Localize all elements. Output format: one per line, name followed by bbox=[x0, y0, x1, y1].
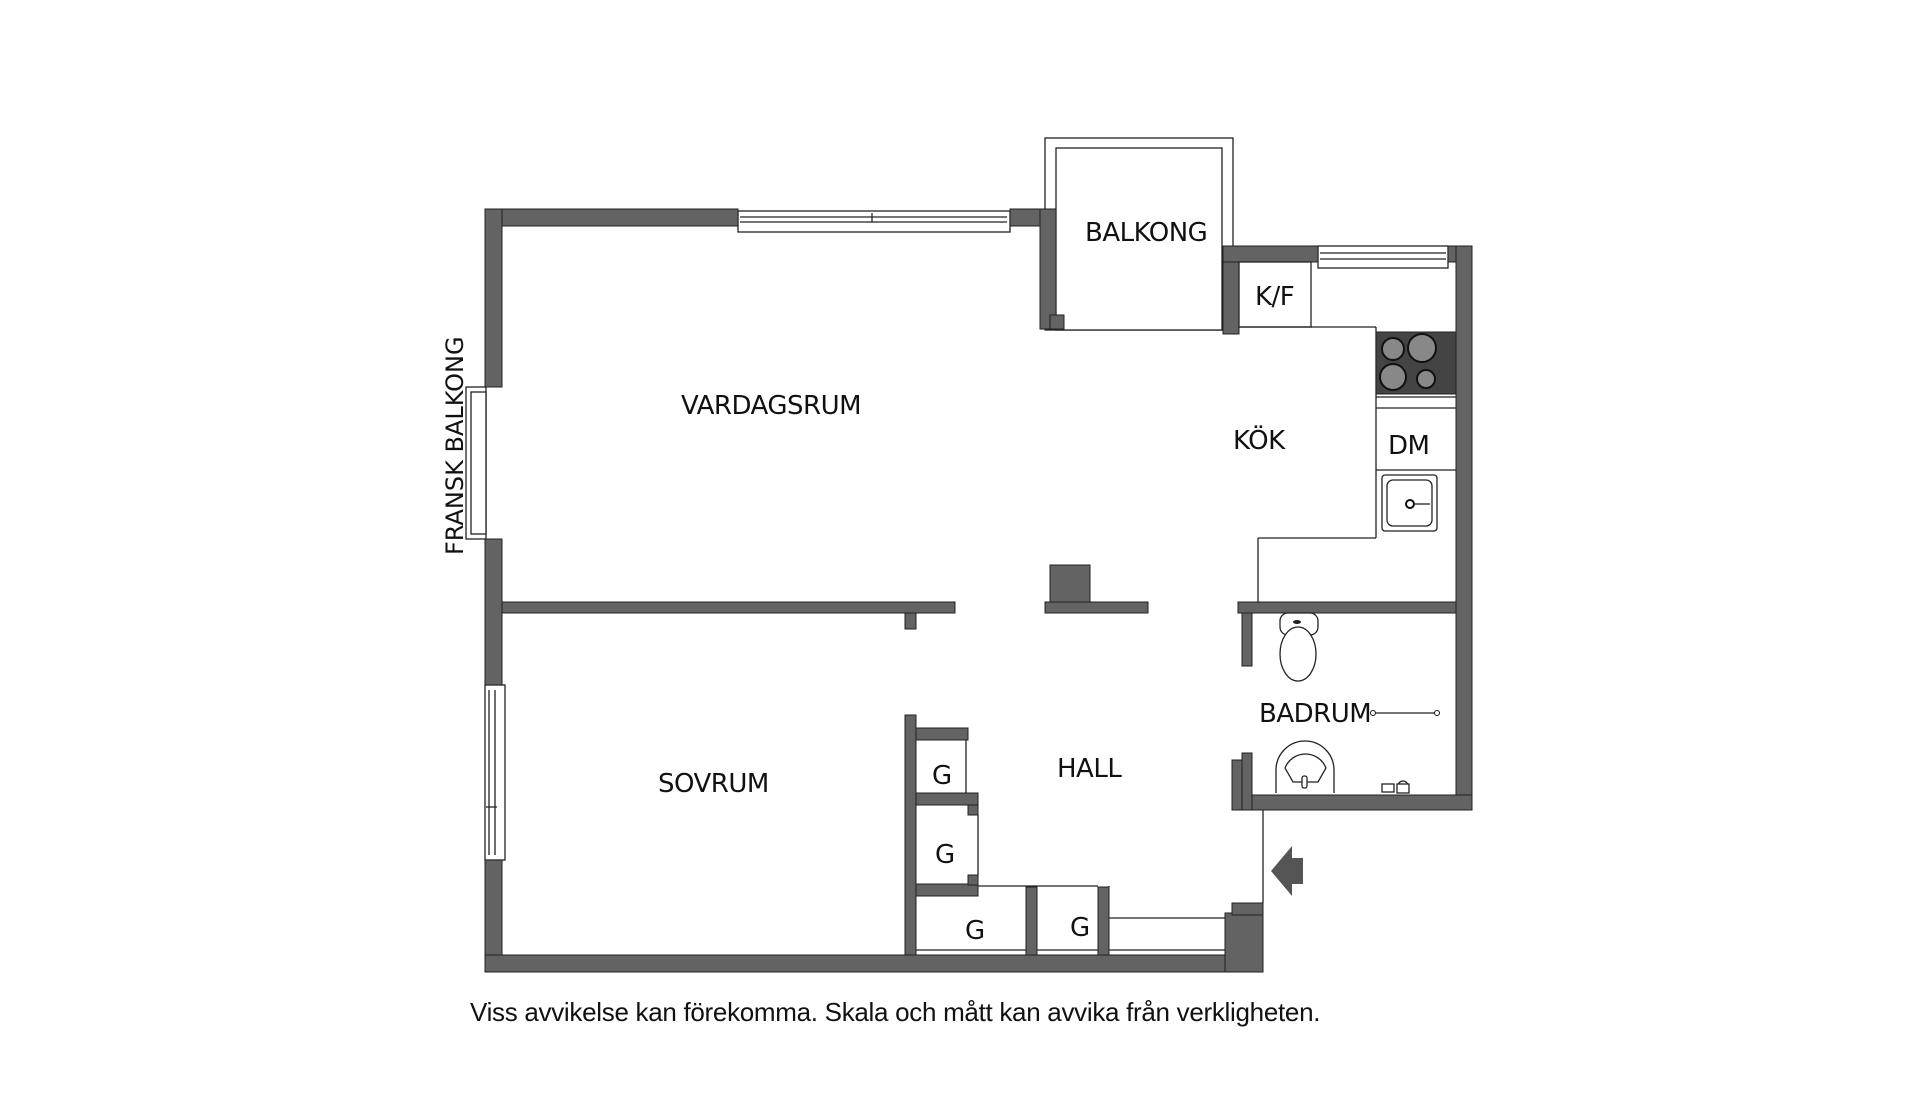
window-vardagsrum bbox=[737, 210, 1011, 233]
kitchen-sink-icon bbox=[1381, 474, 1438, 532]
closet-label: G bbox=[935, 840, 955, 870]
kitchen-counters bbox=[1238, 261, 1457, 602]
room-label-kok: KÖK bbox=[1233, 424, 1286, 456]
closet-label: G bbox=[932, 761, 952, 791]
window-kok bbox=[1317, 245, 1449, 269]
interior-walls bbox=[501, 564, 1457, 956]
entrance-arrow-icon bbox=[1271, 846, 1303, 896]
balcony bbox=[1044, 137, 1234, 331]
closets bbox=[916, 740, 1225, 951]
label-fransk-balkong: FRANSK BALKONG bbox=[441, 336, 469, 555]
room-label-dm: DM bbox=[1388, 431, 1429, 461]
room-label-kf: K/F bbox=[1255, 282, 1294, 312]
bath-sink-icon bbox=[1275, 740, 1335, 793]
closet-label: G bbox=[965, 916, 985, 946]
room-label-balkong: BALKONG bbox=[1085, 218, 1207, 248]
outer-walls bbox=[484, 208, 1473, 973]
room-label-vardagsrum: VARDAGSRUM bbox=[681, 391, 861, 421]
room-label-sovrum: SOVRUM bbox=[658, 769, 769, 799]
faucet-icon bbox=[1381, 780, 1410, 794]
room-label-badrum: BADRUM bbox=[1259, 699, 1371, 729]
window-sovrum bbox=[484, 684, 506, 861]
window-fransk-balkong bbox=[465, 386, 487, 540]
toilet-icon bbox=[1279, 612, 1319, 682]
disclaimer-text: Viss avvikelse kan förekomma. Skala och … bbox=[470, 997, 1321, 1027]
room-label-hall: HALL bbox=[1057, 754, 1122, 784]
shower-rod-icon bbox=[1370, 710, 1440, 716]
closet-label: G bbox=[1070, 913, 1090, 943]
